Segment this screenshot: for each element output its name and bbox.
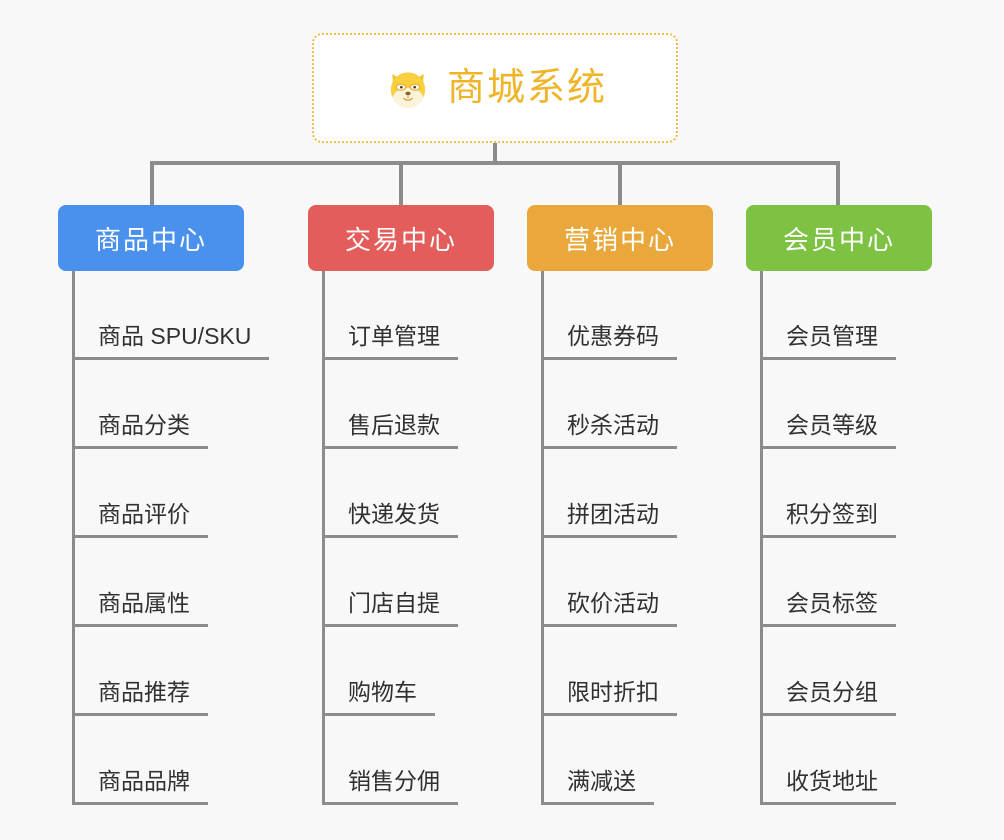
branch-header[interactable]: 会员中心 xyxy=(746,205,932,271)
leaf-item[interactable]: 会员等级 xyxy=(746,360,932,449)
leaf-item[interactable]: 会员分组 xyxy=(746,627,932,716)
connector-horizontal-bus xyxy=(150,161,840,165)
leaf-item[interactable]: 优惠券码 xyxy=(527,271,713,360)
leaf-item[interactable]: 满减送 xyxy=(527,716,713,805)
leaf-item[interactable]: 商品推荐 xyxy=(58,627,244,716)
leaf-item[interactable]: 商品属性 xyxy=(58,538,244,627)
branch-leaf-list: 订单管理售后退款快递发货门店自提购物车销售分佣 xyxy=(308,271,494,805)
leaf-item-label: 商品分类 xyxy=(72,411,208,449)
leaf-item[interactable]: 积分签到 xyxy=(746,449,932,538)
leaf-item[interactable]: 限时折扣 xyxy=(527,627,713,716)
leaf-item-label: 秒杀活动 xyxy=(541,411,677,449)
root-node[interactable]: 商城系统 xyxy=(312,33,678,143)
leaf-item-label: 会员等级 xyxy=(760,411,896,449)
connector-drop-2 xyxy=(399,161,403,205)
connector-drop-1 xyxy=(150,161,154,205)
leaf-item-label: 会员管理 xyxy=(760,322,896,360)
leaf-item-label: 商品 SPU/SKU xyxy=(72,322,270,360)
branch-column-3: 营销中心优惠券码秒杀活动拼团活动砍价活动限时折扣满减送 xyxy=(527,205,713,805)
leaf-item[interactable]: 商品分类 xyxy=(58,360,244,449)
leaf-item-label: 积分签到 xyxy=(760,500,896,538)
branch-header[interactable]: 交易中心 xyxy=(308,205,494,271)
branch-column-1: 商品中心商品 SPU/SKU 商品分类商品评价商品属性商品推荐商品品牌 xyxy=(58,205,270,805)
leaf-item-label: 订单管理 xyxy=(322,322,458,360)
shiba-dog-face-icon xyxy=(383,63,433,113)
leaf-item-label: 商品推荐 xyxy=(72,678,208,716)
leaf-item-label: 拼团活动 xyxy=(541,500,677,538)
leaf-item[interactable]: 砍价活动 xyxy=(527,538,713,627)
leaf-item-label: 门店自提 xyxy=(322,589,458,627)
leaf-item[interactable]: 购物车 xyxy=(308,627,494,716)
branch-header[interactable]: 商品中心 xyxy=(58,205,244,271)
branch-leaf-list: 优惠券码秒杀活动拼团活动砍价活动限时折扣满减送 xyxy=(527,271,713,805)
leaf-item[interactable]: 门店自提 xyxy=(308,538,494,627)
leaf-item[interactable]: 商品评价 xyxy=(58,449,244,538)
branch-spine-line xyxy=(541,271,544,805)
connector-drop-3 xyxy=(618,161,622,205)
branch-header-label: 营销中心 xyxy=(563,224,676,255)
root-title: 商城系统 xyxy=(446,67,607,109)
branch-column-2: 交易中心订单管理售后退款快递发货门店自提购物车销售分佣 xyxy=(308,205,494,805)
leaf-item[interactable]: 订单管理 xyxy=(308,271,494,360)
leaf-item[interactable]: 会员标签 xyxy=(746,538,932,627)
leaf-item[interactable]: 销售分佣 xyxy=(308,716,494,805)
leaf-item[interactable]: 商品 SPU/SKU xyxy=(58,271,270,360)
leaf-item-label: 限时折扣 xyxy=(541,678,677,716)
leaf-item-label: 商品品牌 xyxy=(72,767,208,805)
leaf-item[interactable]: 拼团活动 xyxy=(527,449,713,538)
leaf-item-label: 收货地址 xyxy=(760,767,896,805)
leaf-item-label: 满减送 xyxy=(541,767,654,805)
leaf-item[interactable]: 售后退款 xyxy=(308,360,494,449)
leaf-item[interactable]: 会员管理 xyxy=(746,271,932,360)
branch-header-label: 交易中心 xyxy=(344,224,457,255)
leaf-item-label: 商品属性 xyxy=(72,589,208,627)
leaf-item-label: 会员标签 xyxy=(760,589,896,627)
leaf-item[interactable]: 快递发货 xyxy=(308,449,494,538)
branch-leaf-list: 会员管理会员等级积分签到会员标签会员分组收货地址 xyxy=(746,271,932,805)
leaf-item[interactable]: 商品品牌 xyxy=(58,716,244,805)
leaf-item-label: 售后退款 xyxy=(322,411,458,449)
leaf-item-label: 快递发货 xyxy=(322,500,458,538)
leaf-item[interactable]: 秒杀活动 xyxy=(527,360,713,449)
leaf-item-label: 优惠券码 xyxy=(541,322,677,360)
branch-header[interactable]: 营销中心 xyxy=(527,205,713,271)
leaf-item[interactable]: 收货地址 xyxy=(746,716,932,805)
branch-spine-line xyxy=(760,271,763,805)
branch-spine-line xyxy=(72,271,75,805)
connector-root-stem xyxy=(493,143,497,165)
branch-header-label: 商品中心 xyxy=(94,224,207,255)
leaf-item-label: 销售分佣 xyxy=(322,767,458,805)
leaf-item-label: 会员分组 xyxy=(760,678,896,716)
leaf-item-label: 砍价活动 xyxy=(541,589,677,627)
branch-spine-line xyxy=(322,271,325,805)
connector-drop-4 xyxy=(836,161,840,205)
leaf-item-label: 购物车 xyxy=(322,678,435,716)
branch-leaf-list: 商品 SPU/SKU 商品分类商品评价商品属性商品推荐商品品牌 xyxy=(58,271,270,805)
leaf-item-label: 商品评价 xyxy=(72,500,208,538)
branch-column-4: 会员中心会员管理会员等级积分签到会员标签会员分组收货地址 xyxy=(746,205,932,805)
branch-header-label: 会员中心 xyxy=(782,224,895,255)
